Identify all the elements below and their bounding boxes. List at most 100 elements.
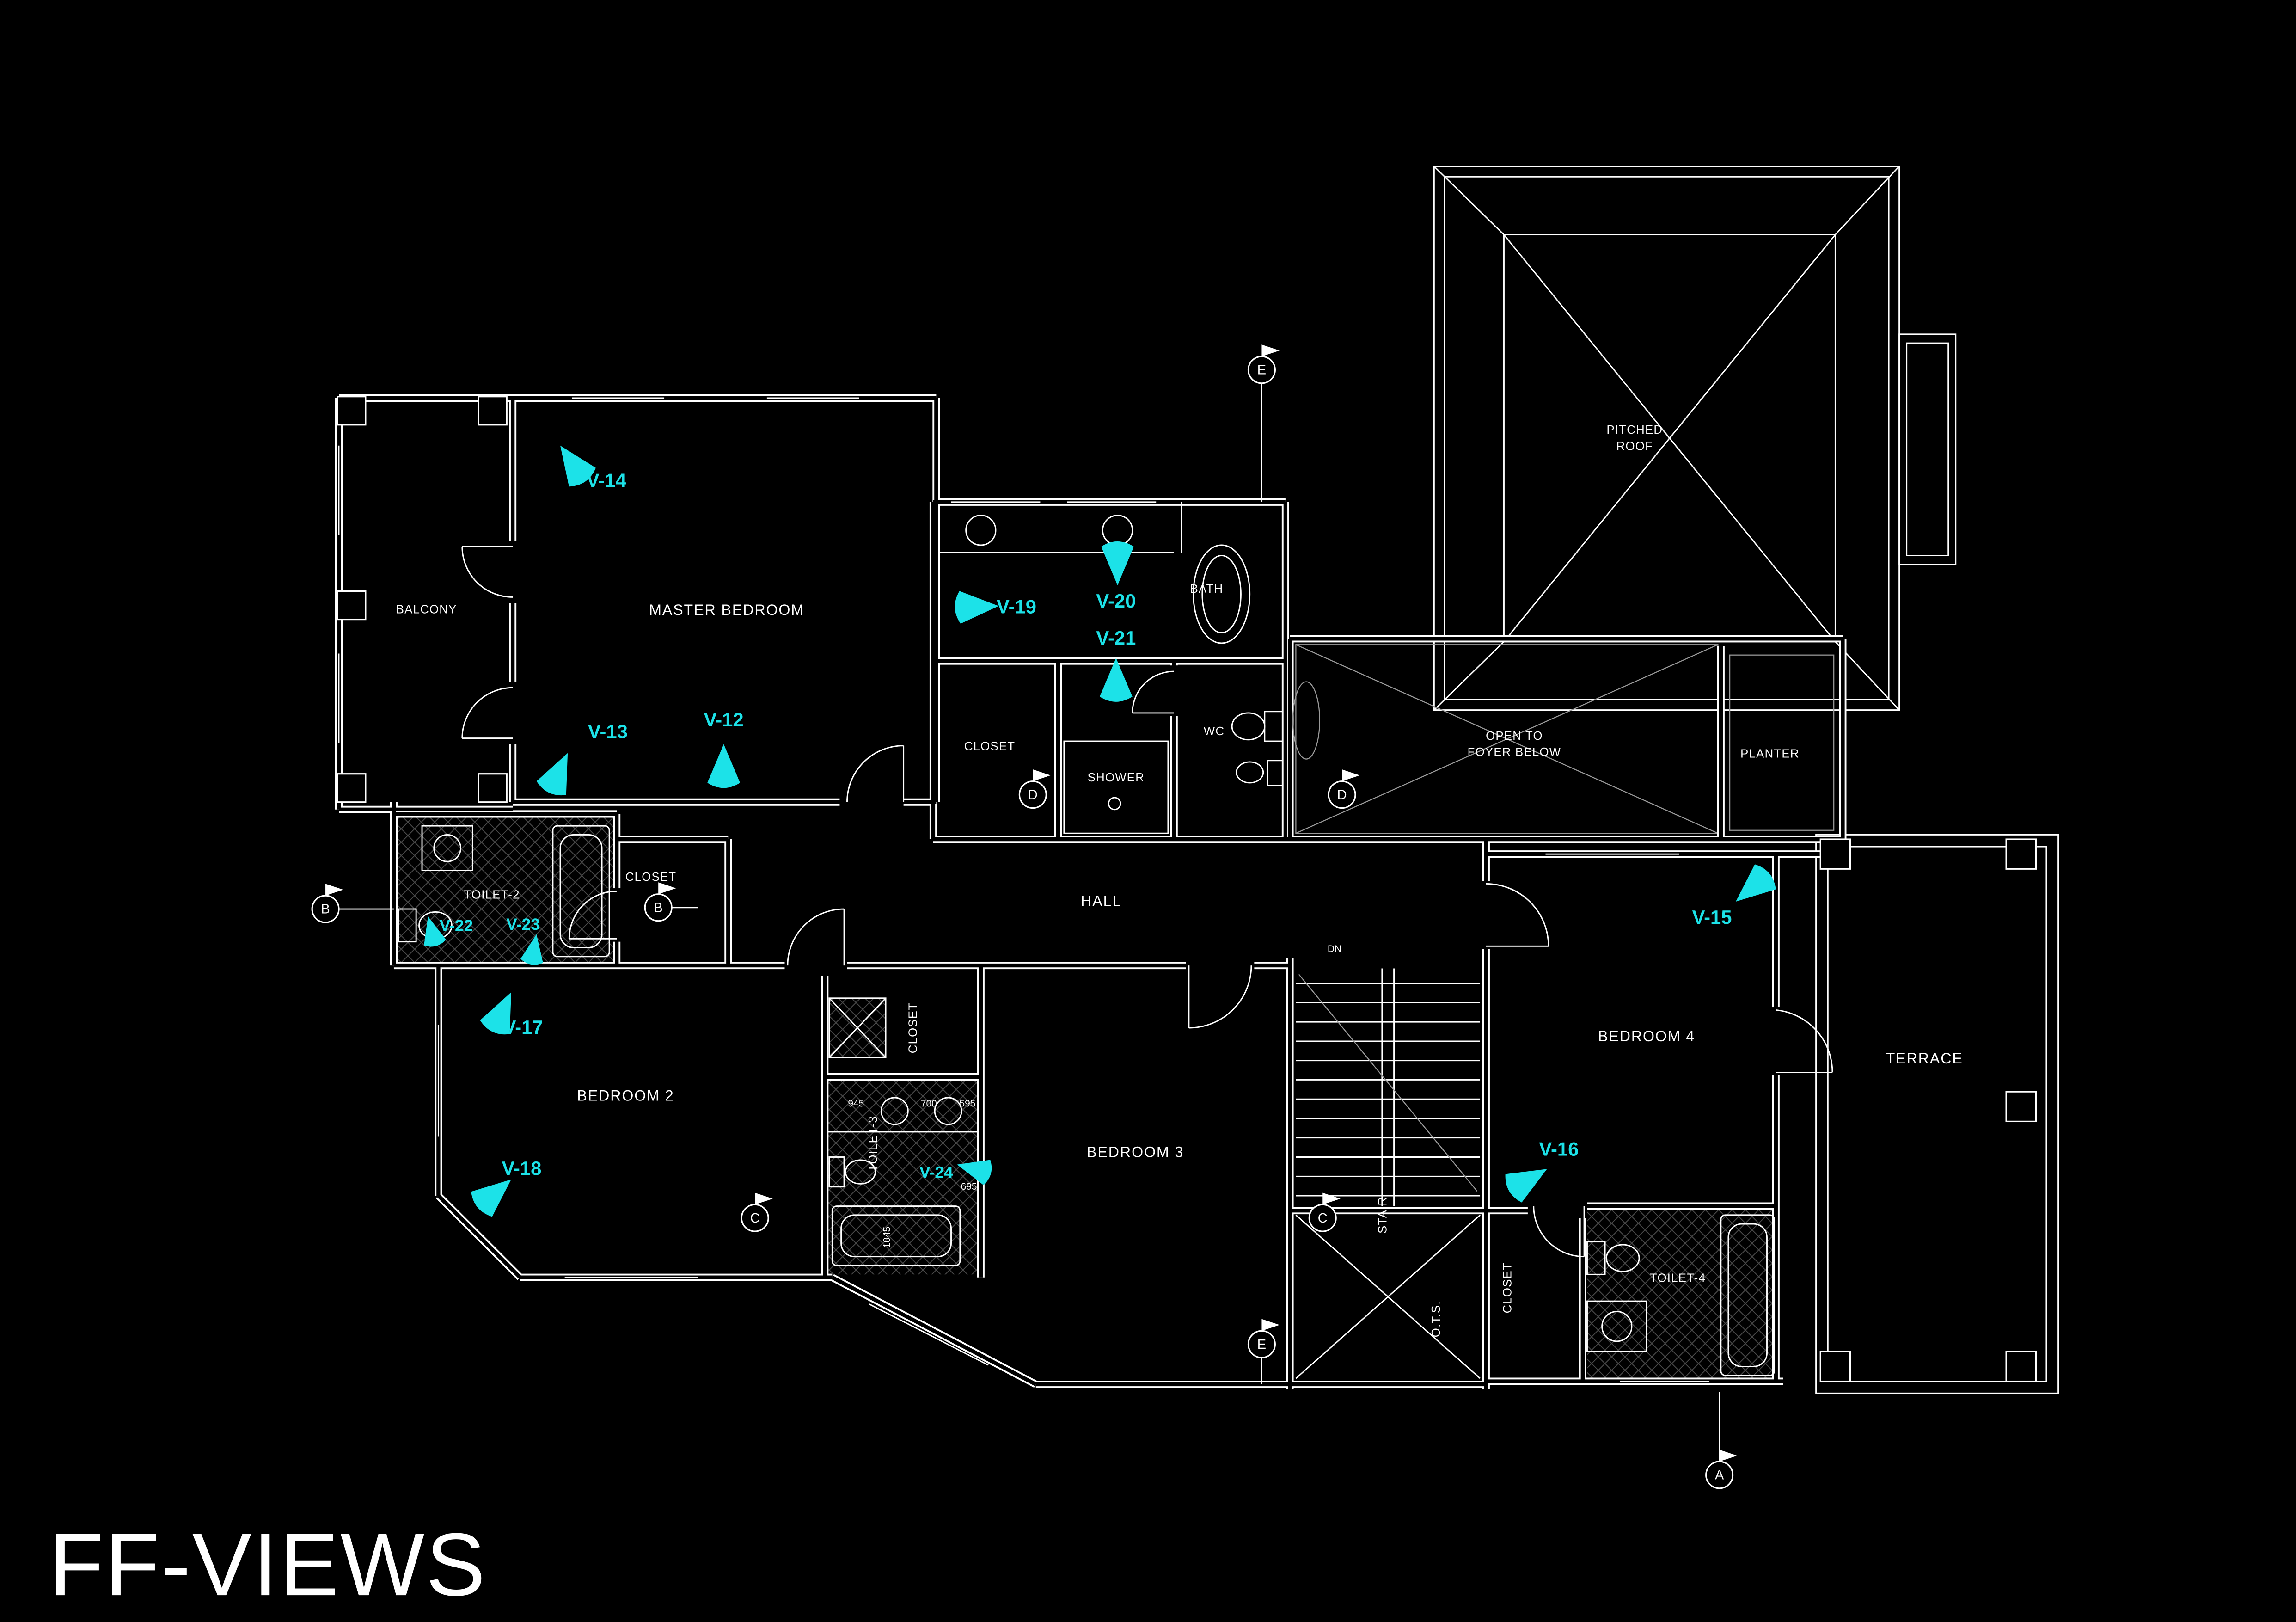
terrace-colonnade: [1815, 834, 2059, 1394]
section-marker-c-left: C: [741, 1192, 773, 1232]
label-balcony: BALCONY: [396, 603, 457, 616]
staircase: [1296, 968, 1481, 1206]
section-letter: D: [1337, 787, 1347, 802]
view-label: V-22: [440, 917, 473, 935]
view-cone-icon: [1101, 541, 1134, 585]
view-cone-icon: [1725, 860, 1780, 915]
dimension-label: 595: [959, 1098, 975, 1109]
section-letter: E: [1257, 363, 1266, 378]
label-planter: PLANTER: [1740, 747, 1800, 760]
label-pitched-roof-1: PITCHED: [1606, 424, 1663, 436]
view-markers: V-12 V-13 V-14 V-15 V-16 V-17 V-18 V-19: [416, 436, 1780, 1220]
view-cone-icon: [1500, 1155, 1555, 1205]
view-label: V-23: [506, 915, 540, 934]
sink-icon: [880, 1097, 909, 1125]
label-wc: WC: [1204, 725, 1225, 738]
label-bedroom-4: BEDROOM 4: [1598, 1028, 1695, 1044]
label-bath: BATH: [1190, 583, 1224, 596]
bath-fixtures: [939, 502, 1251, 644]
view-marker-v24: V-24: [919, 1152, 994, 1186]
view-marker-v16: V-16: [1500, 1138, 1579, 1205]
room-labels: PITCHED ROOF BALCONY MASTER BEDROOM CLOS…: [396, 424, 1962, 1337]
bathtub-icon: [1193, 544, 1251, 644]
sink-icon: [1586, 1300, 1647, 1352]
section-marker-b-right: B: [644, 882, 698, 922]
section-letter: B: [654, 900, 663, 915]
label-dn: DN: [1328, 944, 1341, 954]
view-label: V-19: [997, 596, 1036, 618]
view-marker-v21: V-21: [1096, 627, 1136, 702]
toilet-icon: [398, 908, 417, 943]
section-marker-e-top: E: [1247, 344, 1280, 502]
view-label: V-13: [588, 721, 628, 743]
label-open-foyer-1: OPEN TO: [1486, 730, 1543, 743]
label-hall: HALL: [1081, 893, 1121, 909]
label-master-bedroom: MASTER BEDROOM: [649, 602, 804, 618]
dimension-label: 700: [921, 1098, 937, 1109]
view-marker-v13: V-13: [534, 721, 628, 800]
toilet4-fixtures: [1586, 1214, 1776, 1376]
sink-icon: [1102, 515, 1133, 546]
section-markers: E B B D D C: [311, 344, 1738, 1489]
label-toilet-3: TOILET-3: [867, 1116, 880, 1172]
view-marker-v19: V-19: [954, 590, 1036, 624]
label-pitched-roof-2: ROOF: [1616, 440, 1653, 453]
label-stair: STAIR: [1376, 1197, 1389, 1234]
section-letter: C: [1318, 1211, 1328, 1226]
view-label: V-18: [502, 1157, 541, 1179]
view-marker-v14: V-14: [547, 436, 626, 492]
label-toilet-2: TOILET-2: [464, 889, 520, 902]
view-label: V-17: [503, 1016, 543, 1038]
sheet-title: FF-VIEWS: [49, 1514, 487, 1614]
label-open-foyer-2: FOYER BELOW: [1468, 746, 1561, 759]
wc-fixtures: [1231, 681, 1320, 786]
bathtub-icon: [831, 1205, 961, 1266]
view-label: V-21: [1096, 627, 1136, 649]
label-shower: SHOWER: [1088, 771, 1145, 784]
section-letter: C: [750, 1211, 760, 1226]
label-hall-closet: CLOSET: [625, 871, 677, 884]
dimension-label: 945: [848, 1098, 864, 1109]
drain-icon: [1108, 797, 1121, 811]
label-bedroom-closet: CLOSET: [907, 1002, 920, 1053]
view-marker-v18: V-18: [467, 1157, 541, 1220]
bathtub-icon: [552, 825, 610, 958]
section-letter: D: [1028, 787, 1038, 802]
view-marker-v12: V-12: [704, 709, 744, 788]
view-cone-icon: [707, 744, 741, 788]
ots-void: [1295, 1214, 1481, 1379]
sink-icon: [965, 515, 997, 546]
label-master-closet: CLOSET: [964, 740, 1016, 753]
label-bedroom-3: BEDROOM 3: [1087, 1144, 1184, 1161]
view-marker-v17: V-17: [478, 985, 543, 1039]
view-cone-icon: [534, 746, 583, 800]
view-label: V-12: [704, 709, 744, 731]
view-marker-v20: V-20: [1096, 541, 1136, 612]
dimension-label: 1045: [882, 1227, 893, 1248]
columns: [337, 396, 2037, 1382]
toilet-icon: [1264, 711, 1283, 742]
section-marker-a-bottom: A: [1705, 1392, 1738, 1489]
section-letter: B: [321, 902, 330, 917]
label-stair-closet: CLOSET: [1501, 1262, 1514, 1313]
toilet-icon: [1586, 1241, 1606, 1275]
label-bedroom-2: BEDROOM 2: [577, 1087, 674, 1104]
bathtub-icon: [1720, 1214, 1776, 1376]
view-label: V-14: [587, 470, 626, 492]
view-label: V-16: [1539, 1138, 1579, 1160]
section-letter: A: [1715, 1468, 1724, 1483]
section-marker-b-left: B: [311, 884, 394, 923]
shaft-box: [828, 997, 887, 1058]
dimension-label: 695: [961, 1181, 977, 1192]
bidet-icon: [1267, 760, 1283, 786]
pitched-roof-drawing: [1433, 166, 1957, 711]
section-marker-e-bottom: E: [1247, 1319, 1280, 1385]
view-cone-icon: [954, 590, 999, 624]
door-openings: [502, 541, 1787, 1218]
view-marker-v15: V-15: [1692, 860, 1780, 928]
sink-icon: [421, 825, 473, 871]
section-marker-d-right: D: [1328, 769, 1360, 809]
windows: [338, 397, 1709, 1382]
shower-fixtures: [1063, 740, 1169, 834]
